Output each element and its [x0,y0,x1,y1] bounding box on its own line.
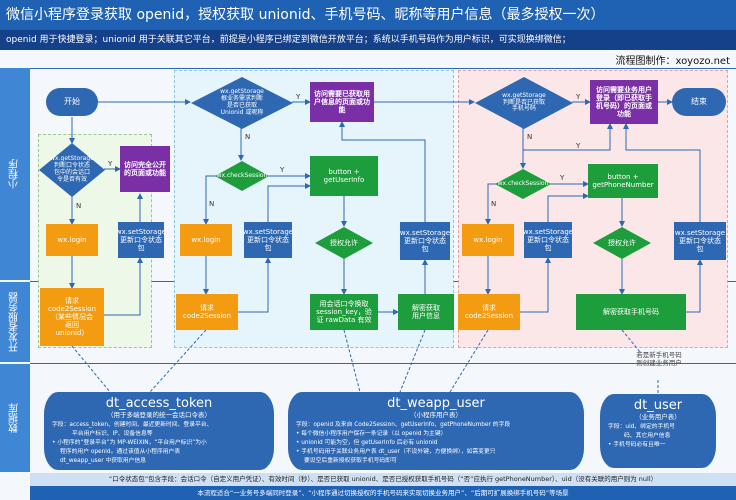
db-access-token-sub: （用于多端登录的统一会话口令表） [107,411,211,419]
db-access-token-name: dt_access_token [105,396,213,411]
page-need-phone: 访问需要业务用户 登录（即已获取手 机号码）的页面或 功能 [590,80,658,124]
db-user: dt_user （业务用户表） 字段：uid、绑定的手机号 码、其它用户信息 •… [600,394,716,468]
db-user-line: • 手机号码必有且唯一 [608,442,666,448]
db-weapp-user-line: • unionid 可能为空，但 getUserInfo 后必有 unionid [296,440,438,446]
check-session-1-shape [215,161,269,191]
db-access-token-line: • 小程序的“登录平台”为 MP-WEIXIN，“平台用户标识”为小 [52,440,207,446]
label-n-d2: N [245,133,251,141]
auth-1-shape [315,227,373,259]
set-storage-3: wx.setStorage 更新口令状态 包 [400,222,450,260]
set-storage-4: wx.setStorage 更新口令状态 包 [524,222,572,258]
exchange-session-key: 用会话口令换取 session_key，验 证 rawData 有效 [310,294,378,330]
page-public: 访问完全公开 的页面或功能 [120,146,170,192]
request-code2session-3: 请求 code2Session [458,294,520,330]
start-node: 开始 [46,88,98,116]
db-weapp-user-line: 字段：openid 及来自 Code2Session、getUserInfo、g… [296,422,511,428]
lane-divider-server [30,363,736,364]
db-weapp-user-sub: （小程序用户表） [410,411,462,419]
label-y-check2-loop: Y [576,142,581,150]
footer-scenarios: 本流程适合“一业务号多端同时登录”、“小程序通过切换授权的手机号码来实现切换业务… [30,486,736,500]
footer-note: “口令状态包”包含字段：会话口令（自定义用户凭证）、有效时间（秒）、是否已获取 … [30,473,736,486]
db-weapp-user-line: • 每个微信小程序用户保存一条记录（以 openid 为主键） [296,431,447,437]
page-subtitle: openid 用于快捷登录；unionid 用于关联其它平台，前提是小程序已绑定… [0,30,736,50]
byline: 流程图制作：xoyozo.net [615,56,730,67]
lane-divider-top [30,68,736,69]
decision-d2-shape [191,77,293,129]
db-access-token-line: 字段：access_token、创建时间、最近更新时间、登录平台、 [52,422,213,428]
auth-2-shape [593,227,651,259]
label-y-check2: Y [560,174,565,182]
label-n-d1: N [76,202,82,210]
decision-d1-shape [39,143,105,197]
label-n-check2: N [491,200,497,208]
db-user-line: 码、其它用户信息 [624,433,671,439]
label-n-check1: N [209,200,215,208]
check-session-2-shape [495,169,551,199]
set-storage-2: wx.setStorage 更新口令状态 包 [244,222,292,258]
db-weapp-user-name: dt_weapp_user [387,396,485,411]
label-y-check1: Y [280,166,285,174]
db-access-token-line: dt_weapp_user 中获取用户信息 [60,458,147,464]
new-user-note: 若是新手机号码 则创建业务用户 [636,351,682,367]
decision-d3-shape [475,77,573,129]
label-y-d3: Y [576,93,581,101]
button-getphonenumber: button + getPhoneNumber [588,164,658,198]
set-storage-1: wx.setStorage 更新口令状态 包 [118,222,164,258]
db-user-line: 字段：uid、绑定的手机号 [608,424,675,430]
db-user-sub: （业务用户表） [635,413,681,421]
request-code2session-2: 请求 code2Session [176,294,238,330]
db-access-token: dt_access_token （用于多端登录的统一会话口令表） 字段：acce… [44,392,274,470]
decrypt-phone: 解密获取手机号码 [576,294,686,330]
label-n-d3: N [527,133,533,141]
page-title: 微信小程序登录获取 openid，授权获取 unionid、手机号码、昵称等用户… [0,0,736,30]
db-weapp-user-line: • 手机号码用于关联业务用户表 dt_user（不设外键，方便换绑），如需变更只 [296,449,496,455]
db-access-token-line: 平台用户标识、IP、设备信息等 [72,431,153,437]
db-weapp-user-line: 要设空后重新授权获取手机号码即可 [304,458,397,464]
wx-login-1: wx.login [46,224,98,256]
label-y-d1: Y [108,160,113,168]
request-code2session-1: 请求 code2Session （某些情况会 返回 unionid） [40,288,104,346]
set-storage-5: wx.setStorage 更新口令状态 包 [674,222,726,260]
db-weapp-user: dt_weapp_user （小程序用户表） 字段：openid 及来自 Cod… [288,392,584,470]
button-getuserinfo: button + getUserInfo [310,156,378,196]
wx-login-2: wx.login [180,224,232,256]
db-access-token-line: 程序的用户 openid。通过该值从小程序用户表 [60,449,181,455]
wx-login-3: wx.login [462,224,514,256]
end-node: 结束 [672,88,726,116]
page-need-userinfo: 访问需要已获取用 户信息的页面或功 能 [310,82,374,122]
label-y-d2: Y [296,93,301,101]
decrypt-userinfo: 解密获取 用户信息 [398,294,454,330]
db-user-name: dt_user [633,398,683,413]
